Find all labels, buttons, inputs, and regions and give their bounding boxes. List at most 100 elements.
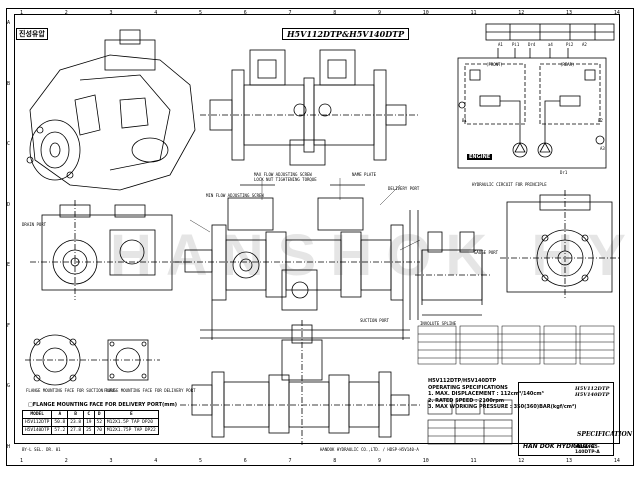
- grid-tick: 7: [288, 458, 292, 464]
- port-dr1: Dr1: [560, 170, 568, 175]
- port-pi1: Pi1: [512, 42, 520, 47]
- port-b1: B1: [462, 118, 467, 123]
- title-block-spec: SPECIFICATION: [577, 431, 633, 438]
- table-cell: 27.8: [67, 426, 85, 435]
- footer-mid: HANDOK HYDRAULIC CO.,LTD. / HDSP-H5V140-…: [320, 447, 419, 452]
- flange-table-title: □FLANGE MOUNTING FACE FOR DELIVERY PORT(…: [28, 402, 177, 408]
- grid-tick: 4: [154, 10, 158, 16]
- grid-tick: 6: [243, 10, 247, 16]
- grid-tick: 14: [613, 458, 620, 464]
- table-cell: 57.2: [51, 426, 69, 435]
- engine-label: ENGINE: [467, 154, 493, 160]
- grid-tick: 14: [613, 10, 620, 16]
- callout-drain-port: DRAIN PORT: [22, 222, 47, 227]
- pump-front-view-left: [30, 200, 190, 300]
- title-block-models: H5V112DTP H5V140DTP: [575, 386, 610, 398]
- detail-sketches: [427, 399, 513, 445]
- pump-dimension-view: [415, 231, 492, 316]
- grid-tick: 10: [422, 458, 429, 464]
- spec-item-pressure: 3. MAX WORKING PRESSURE : 350(360)BAR(kg…: [428, 404, 577, 410]
- table-cell: 23.8: [67, 418, 85, 427]
- circuit-caption: HYDRAULIC CIRCUIT FOR PRINCIPLE: [472, 182, 547, 187]
- flange-header-d: D: [93, 410, 105, 419]
- circuit-front-label: (FRONT): [486, 62, 503, 67]
- table-cell: 50.8: [51, 418, 69, 427]
- callout-delivery-port: DELIVERY PORT: [388, 186, 420, 191]
- port-a4: a4: [548, 42, 553, 47]
- grid-tick: 1: [20, 458, 24, 464]
- spline-tables: [417, 325, 615, 365]
- leader-lines: [189, 178, 421, 251]
- grid-tick: B: [7, 80, 11, 87]
- company-stamp: 진성유압: [16, 28, 48, 40]
- flange-header-b: B: [67, 410, 85, 419]
- drawing-frame: [14, 14, 620, 444]
- grid-tick: 13: [566, 458, 573, 464]
- pump-isometric-view: [26, 29, 196, 191]
- title-block-drawing-no: HDSP-H5-140DTP-A: [575, 445, 600, 455]
- table-cell: H5V140DTP: [21, 426, 53, 435]
- grid-tick: 12: [518, 458, 525, 464]
- grid-tick: H: [7, 443, 11, 450]
- callout-lock-nut: LOCK NUT TIGHTENING TORQUE: [254, 177, 317, 182]
- circuit-rear-label: (REAR): [560, 62, 575, 67]
- drawing-border: [6, 8, 634, 466]
- grid-tick: 7: [288, 10, 292, 16]
- callout-flange-suction: FLANGE MOUNTING FACE FOR SUCTION PORT: [26, 388, 116, 393]
- table-row: H5V140DTP 57.2 27.8 25 70 M12X1.75P TAP …: [21, 426, 159, 435]
- grid-tick: 2: [64, 10, 68, 16]
- grid-tick: 3: [109, 458, 113, 464]
- callout-gauge-port: GAUGE PORT: [474, 250, 499, 255]
- port-a1: A1: [498, 42, 503, 47]
- grid-tick: 5: [199, 458, 203, 464]
- callout-name-plate: NAME PLATE: [352, 172, 377, 177]
- pump-side-view-main: [175, 184, 420, 340]
- flange-header-model: MODEL: [21, 410, 53, 419]
- flange-header-c: C: [83, 410, 95, 419]
- title-block-model-1: H5V112DTP: [575, 386, 610, 392]
- spec-item-displacement: 1. MAX. DISPLACEMENT : 112cm³/140cm³: [428, 391, 544, 397]
- flange-mounting-faces: [25, 334, 160, 386]
- pump-bottom-view: [180, 320, 420, 445]
- flange-table: MODEL A B C D E H5V112DTP 50.8 23.8 19 5…: [21, 410, 159, 435]
- grid-tick: 10: [422, 10, 429, 16]
- grid-tick: 8: [333, 10, 337, 16]
- callout-min-flow: MIN FLOW ADJUSTING SCREW: [206, 193, 264, 198]
- port-pi2: Pi2: [566, 42, 574, 47]
- table-cell: H5V112DTP: [21, 418, 53, 427]
- port-a2: A2: [582, 42, 587, 47]
- grid-tick: A: [7, 20, 11, 26]
- table-cell: M12X1.75P TAP DP22: [103, 426, 159, 435]
- title-block-company: HAN DOK HYDRAULIC: [523, 443, 596, 450]
- port-a3: A3: [600, 146, 605, 151]
- operating-specs: H5V112DTP/H5V140DTP OPERATING SPECIFICAT…: [428, 378, 576, 411]
- table-cell: M12X1.5P TAP DP20: [103, 418, 159, 427]
- hydraulic-circuit-diagram: [457, 48, 607, 169]
- grid-tick: 6: [243, 458, 247, 464]
- callout-suction-port: SUCTION PORT: [360, 318, 389, 323]
- grid-tick: E: [7, 262, 11, 269]
- pump-top-view: [200, 49, 420, 166]
- grid-tick: 13: [566, 10, 573, 16]
- grid-tick: 1: [20, 10, 24, 16]
- grid-tick: C: [7, 141, 11, 148]
- grid-tick: 8: [333, 458, 337, 464]
- pump-end-view-right: [500, 190, 620, 300]
- title-block: H5V112DTP H5V140DTP SPECIFICATION HAN DO…: [518, 382, 632, 456]
- revision-table: [485, 23, 615, 41]
- callout-spline: INVOLUTE SPLINE: [420, 321, 457, 326]
- flange-header-a: A: [51, 410, 69, 419]
- grid-tick: 4: [154, 458, 158, 464]
- grid-tick: G: [7, 383, 11, 390]
- table-row: H5V112DTP 50.8 23.8 19 52 M12X1.5P TAP D…: [21, 418, 159, 427]
- specs-heading: OPERATING SPECIFICATIONS: [428, 384, 508, 391]
- grid-tick: 3: [109, 10, 113, 16]
- grid-tick: 9: [378, 458, 382, 464]
- table-cell: 52: [93, 418, 105, 427]
- footer-left: BY-L SEL. DR. 01: [22, 447, 61, 452]
- port-dr4: Dr4: [528, 42, 536, 47]
